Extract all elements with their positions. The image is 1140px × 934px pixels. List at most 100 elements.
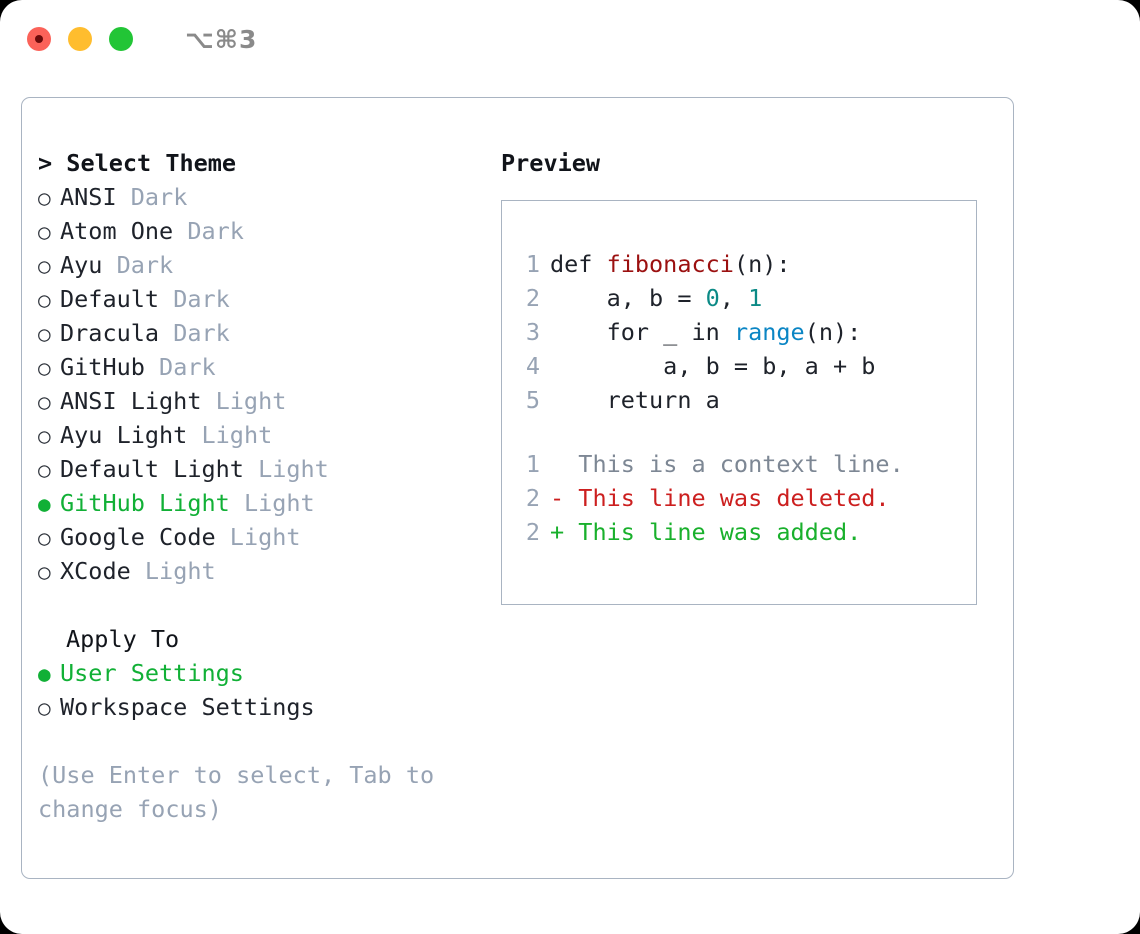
- line-number: 4: [525, 352, 540, 380]
- apply-to-label: Workspace Settings: [60, 693, 315, 721]
- radio-icon: ○: [38, 424, 51, 448]
- apply-to-title: Apply To: [66, 625, 180, 653]
- theme-option-google-code[interactable]: ○ Google Code Light: [38, 520, 468, 554]
- main-panel: > Select Theme ○ ANSI Dark ○Atom One Dark…: [21, 97, 1014, 879]
- maximize-button[interactable]: [109, 27, 133, 51]
- radio-icon: ○: [38, 696, 51, 720]
- diff-marker: [550, 447, 564, 481]
- diff-text: This line was deleted.: [564, 484, 890, 512]
- radio-icon: ○: [38, 322, 51, 346]
- apply-to-section: Apply To ●User Settings ○ Workspace Setti…: [38, 622, 468, 724]
- code-token-function: fibonacci: [606, 250, 734, 278]
- line-number: 3: [525, 318, 540, 346]
- diff-line-added: 2+ This line was added.: [514, 515, 970, 549]
- diff-line-context: 1 This is a context line.: [514, 447, 970, 481]
- theme-name: Ayu: [60, 251, 103, 279]
- apply-to-option-workspace-settings[interactable]: ○ Workspace Settings: [38, 690, 468, 724]
- radio-selected-icon: ●: [38, 492, 51, 516]
- minimize-button[interactable]: [68, 27, 92, 51]
- radio-icon: ○: [38, 356, 51, 380]
- theme-option-default-light[interactable]: ○ Default Light Light: [38, 452, 468, 486]
- theme-name: ANSI: [60, 183, 117, 211]
- apply-to-option-user-settings[interactable]: ●User Settings: [38, 656, 468, 690]
- header-label: Select Theme: [66, 149, 237, 177]
- diff-marker: -: [550, 484, 565, 512]
- apply-to-label: User Settings: [60, 659, 244, 687]
- theme-option-github[interactable]: ○ GitHub Dark: [38, 350, 468, 384]
- diff-text: This is a context line.: [564, 450, 904, 478]
- code-token: for _ in: [550, 318, 734, 346]
- theme-variant: Dark: [159, 353, 216, 381]
- code-token: (n):: [733, 250, 791, 278]
- theme-name: GitHub: [60, 353, 145, 381]
- line-number: 1: [525, 450, 540, 478]
- line-number: 5: [525, 386, 540, 414]
- theme-name: Default: [60, 285, 160, 313]
- traffic-lights: [27, 27, 133, 51]
- radio-icon: ○: [38, 526, 51, 550]
- theme-option-ansi[interactable]: ○ ANSI Dark: [38, 180, 468, 214]
- theme-option-ayu[interactable]: ○ Ayu Dark: [38, 248, 468, 282]
- radio-icon: ○: [38, 458, 51, 482]
- code-token-number: 1: [748, 284, 763, 312]
- theme-name: Default Light: [60, 455, 244, 483]
- code-line: 5 return a: [514, 383, 970, 417]
- theme-option-xcode[interactable]: ○ XCode Light: [38, 554, 468, 588]
- theme-variant: Light: [258, 455, 329, 483]
- radio-icon: ○: [38, 220, 51, 244]
- code-token: a, b =: [550, 284, 706, 312]
- keyboard-hint-text: (Use Enter to select, Tab to change focu…: [38, 761, 449, 823]
- theme-name: Ayu Light: [60, 421, 188, 449]
- radio-icon: ○: [38, 254, 51, 278]
- theme-option-atom-one[interactable]: ○Atom One Dark: [38, 214, 468, 248]
- theme-name: Google Code: [60, 523, 216, 551]
- code-token: a, b = b, a + b: [550, 352, 876, 380]
- keyboard-shortcut-label: ⌥⌘3: [185, 24, 258, 54]
- theme-option-default[interactable]: ○ Default Dark: [38, 282, 468, 316]
- theme-option-ansi-light[interactable]: ○ ANSI Light Light: [38, 384, 468, 418]
- theme-name: XCode: [60, 557, 131, 585]
- header-caret: >: [38, 149, 67, 177]
- theme-variant: Light: [215, 387, 287, 415]
- code-token: def: [550, 250, 607, 278]
- diff-line-deleted: 2- This line was deleted.: [514, 481, 970, 515]
- preview-title: Preview: [501, 149, 601, 177]
- theme-variant: Light: [229, 523, 301, 551]
- theme-variant: Dark: [130, 183, 188, 211]
- radio-icon: ○: [38, 186, 51, 210]
- line-number: 2: [525, 284, 540, 312]
- theme-option-github-light[interactable]: ● GitHub Light Light: [38, 486, 468, 520]
- radio-icon: ○: [38, 288, 51, 312]
- line-number: 2: [525, 518, 540, 546]
- theme-variant: Light: [243, 489, 315, 517]
- close-button[interactable]: [27, 27, 51, 51]
- theme-name: Dracula: [60, 319, 160, 347]
- theme-variant: Dark: [187, 217, 244, 245]
- theme-option-ayu-light[interactable]: ○ Ayu Light Light: [38, 418, 468, 452]
- theme-variant: Light: [201, 421, 273, 449]
- theme-name: ANSI Light: [60, 387, 202, 415]
- code-token: (n):: [804, 318, 862, 346]
- radio-icon: ○: [38, 560, 51, 584]
- code-line: 2 a, b = 0, 1: [514, 281, 970, 315]
- code-line: 3 for _ in range(n):: [514, 315, 970, 349]
- select-theme-header: > Select Theme: [38, 146, 468, 180]
- theme-option-dracula[interactable]: ○ Dracula Dark: [38, 316, 468, 350]
- code-token-call: range: [733, 318, 805, 346]
- theme-variant: Dark: [173, 319, 230, 347]
- theme-variant: Dark: [116, 251, 174, 279]
- theme-variant: Light: [144, 557, 216, 585]
- code-token: ,: [719, 284, 749, 312]
- radio-icon: ○: [38, 390, 51, 414]
- spacer: [514, 417, 970, 447]
- theme-name: GitHub Light: [60, 489, 230, 517]
- title-bar: ⌥⌘3: [0, 0, 1140, 78]
- theme-variant: Dark: [173, 285, 230, 313]
- code-token: return a: [550, 386, 720, 414]
- line-number: 2: [525, 484, 540, 512]
